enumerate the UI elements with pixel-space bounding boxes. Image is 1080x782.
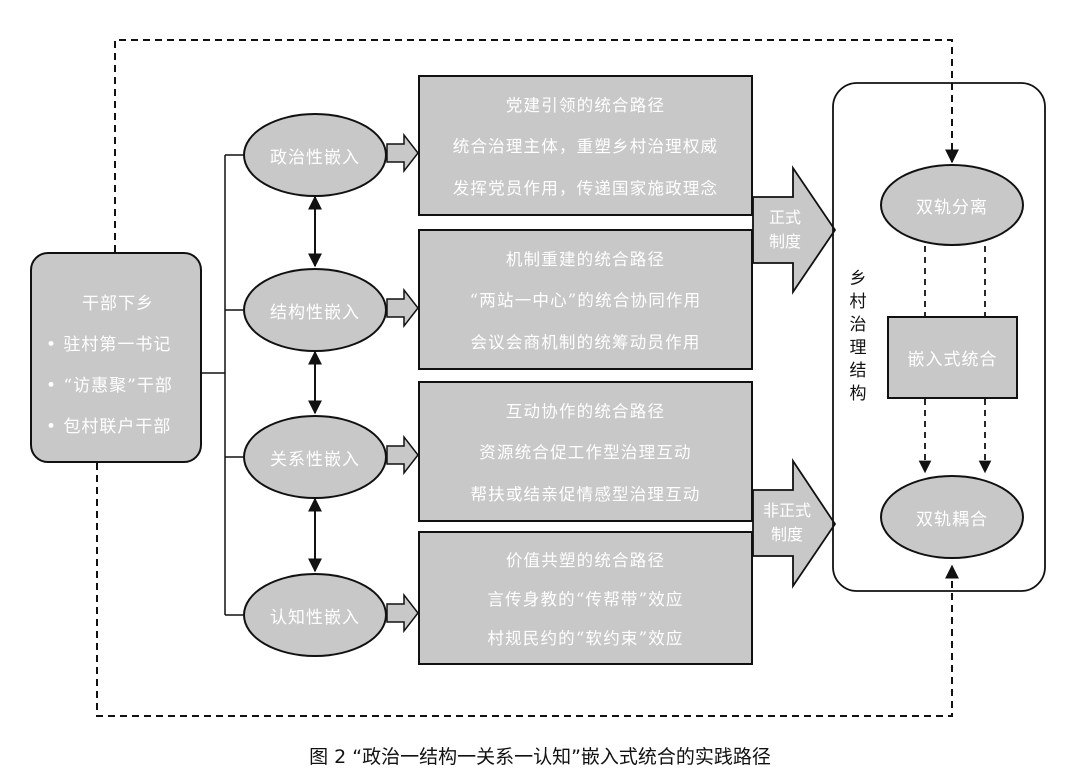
rural-structure-char-4: 理 (849, 338, 867, 358)
panel-political-title: 党建引领的统合路径 (505, 95, 666, 115)
panel-cognitive-title: 价值共塑的统合路径 (505, 550, 666, 570)
block-arrow-1 (386, 132, 419, 174)
informal-arrow-label: 非正式 制度 (752, 499, 822, 547)
cadre-item-fanghuiju: • “访惠聚”干部 (46, 376, 173, 396)
formal-arrow-line1: 正式 (768, 208, 801, 227)
rural-structure-label: 乡 村 治 理 结 构 (848, 268, 868, 406)
block-arrow-3 (386, 434, 419, 476)
panel-political-line-2: 发挥党员作用，传递国家施政理念 (452, 179, 719, 199)
embedded-integration-node: 嵌入式统合 (887, 316, 1018, 399)
panel-structural-line-2: 会议会商机制的统筹动员作用 (470, 333, 701, 353)
informal-arrow-line1: 非正式 (762, 501, 811, 520)
panel-relational-line-1: 资源统合促工作型治理互动 (479, 443, 692, 463)
rural-structure-char-5: 结 (849, 361, 867, 381)
panel-cognitive-line-2: 村规民约的“软约束”效应 (487, 629, 684, 649)
panel-structural-title: 机制重建的统合路径 (505, 249, 666, 269)
tree-connector (200, 154, 243, 616)
figure-caption: 图 2 “政治一结构一关系一认知”嵌入式统合的实践路径 (309, 746, 771, 768)
block-arrow-2 (386, 287, 419, 329)
cadre-item-first-secretary: • 驻村第一书记 (46, 335, 172, 355)
block-arrow-4 (386, 592, 419, 634)
panel-political-line-1: 统合治理主体，重塑乡村治理权威 (452, 137, 719, 157)
panel-cognitive-line-1: 言传身教的“传帮带”效应 (487, 589, 684, 609)
embed-relational: 关系性嵌入 (243, 415, 387, 499)
formal-big-arrow (752, 165, 837, 295)
panel-relational-title: 互动协作的统合路径 (505, 401, 666, 421)
dual-separation-node: 双轨分离 (880, 164, 1024, 246)
formal-arrow-label: 正式 制度 (757, 206, 813, 254)
embed-structural: 结构性嵌入 (243, 268, 387, 352)
dashed-loop-top (114, 39, 959, 252)
panel-relational-line-2: 帮扶或结亲促情感型治理互动 (470, 485, 701, 505)
rural-structure-char-2: 村 (849, 292, 867, 312)
rural-structure-char-6: 构 (849, 384, 867, 404)
rural-structure-char-1: 乡 (849, 269, 867, 289)
embed-political: 政治性嵌入 (243, 113, 387, 197)
panel-structural: 机制重建的统合路径 “两站一中心”的统合协同作用 会议会商机制的统筹动员作用 (418, 229, 753, 370)
panel-political: 党建引领的统合路径 统合治理主体，重塑乡村治理权威 发挥党员作用，传递国家施政理… (418, 75, 753, 216)
dashed-loop-bottom (96, 463, 959, 717)
cadre-item-village-cadre: • 包村联户干部 (46, 417, 172, 437)
dual-coupling-node: 双轨耦合 (880, 475, 1024, 559)
rural-structure-container (832, 82, 1046, 592)
panel-structural-line-1: “两站一中心”的统合协同作用 (469, 291, 702, 311)
cadre-box: 干部下乡 • 驻村第一书记 • “访惠聚”干部 • 包村联户干部 (30, 252, 202, 463)
formal-arrow-line2: 制度 (768, 232, 801, 251)
embed-cognitive: 认知性嵌入 (243, 573, 387, 657)
cadre-title: 干部下乡 (82, 294, 154, 314)
informal-big-arrow (752, 458, 837, 589)
panel-cognitive: 价值共塑的统合路径 言传身教的“传帮带”效应 村规民约的“软约束”效应 (418, 531, 753, 665)
informal-arrow-line2: 制度 (770, 525, 803, 544)
rural-structure-char-3: 治 (849, 315, 867, 335)
panel-relational: 互动协作的统合路径 资源统合促工作型治理互动 帮扶或结亲促情感型治理互动 (418, 381, 753, 522)
